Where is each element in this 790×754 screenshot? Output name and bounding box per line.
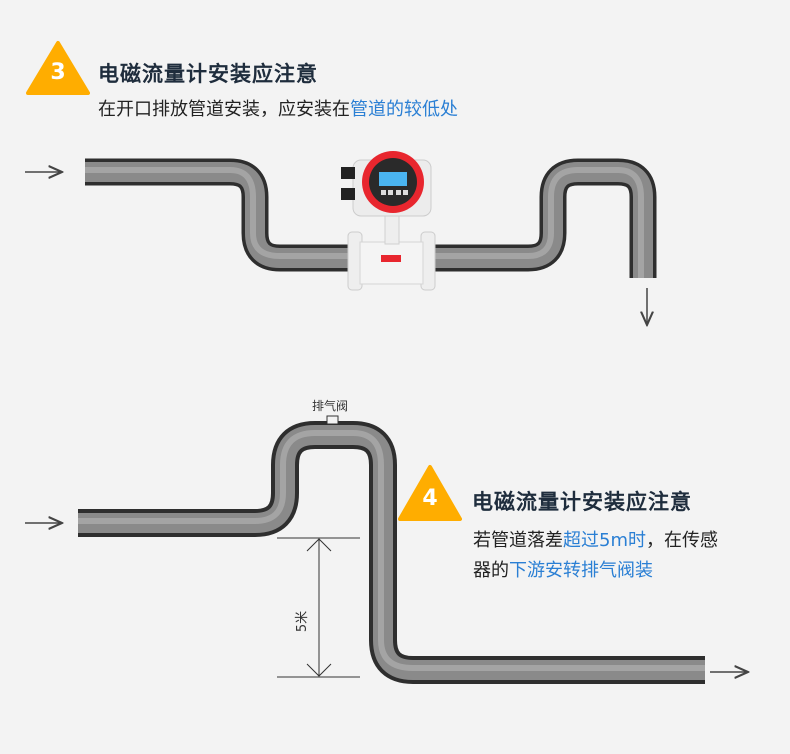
- flow-meter: [341, 151, 436, 291]
- bottom-pipe: [78, 415, 705, 684]
- step-3-badge-icon: [26, 41, 90, 95]
- section-title: 电磁流量计安装应注意: [98, 62, 318, 86]
- section-description: 在开口排放管道安装，应安装在管道的较低处: [98, 95, 458, 125]
- height-label: 5米: [295, 610, 311, 633]
- section-description: 若管道落差超过5m时，在传感 器的下游安转排气阀装: [473, 526, 718, 586]
- step-4-badge-icon: [398, 465, 462, 521]
- desc-text: 器的: [473, 560, 509, 581]
- desc-highlight: 下游安转排气阀装: [509, 560, 653, 581]
- desc-text: 在开口排放管道安装，应安装在: [98, 99, 350, 120]
- height-dimension: [277, 537, 360, 678]
- meter-display: [379, 172, 407, 186]
- step-number: 3: [50, 60, 66, 85]
- valve-label: 排气阀: [312, 399, 349, 413]
- desc-text: 若管道落差: [473, 530, 563, 551]
- desc-highlight: 管道的较低处: [350, 99, 458, 120]
- step-number: 4: [422, 486, 438, 511]
- exhaust-valve: [326, 415, 339, 425]
- desc-text: ，在传感: [646, 530, 718, 551]
- top-pipe: [85, 158, 657, 278]
- nameplate: [381, 255, 401, 262]
- section-title: 电磁流量计安装应注意: [472, 490, 692, 514]
- desc-highlight: 超过5m时: [563, 530, 646, 551]
